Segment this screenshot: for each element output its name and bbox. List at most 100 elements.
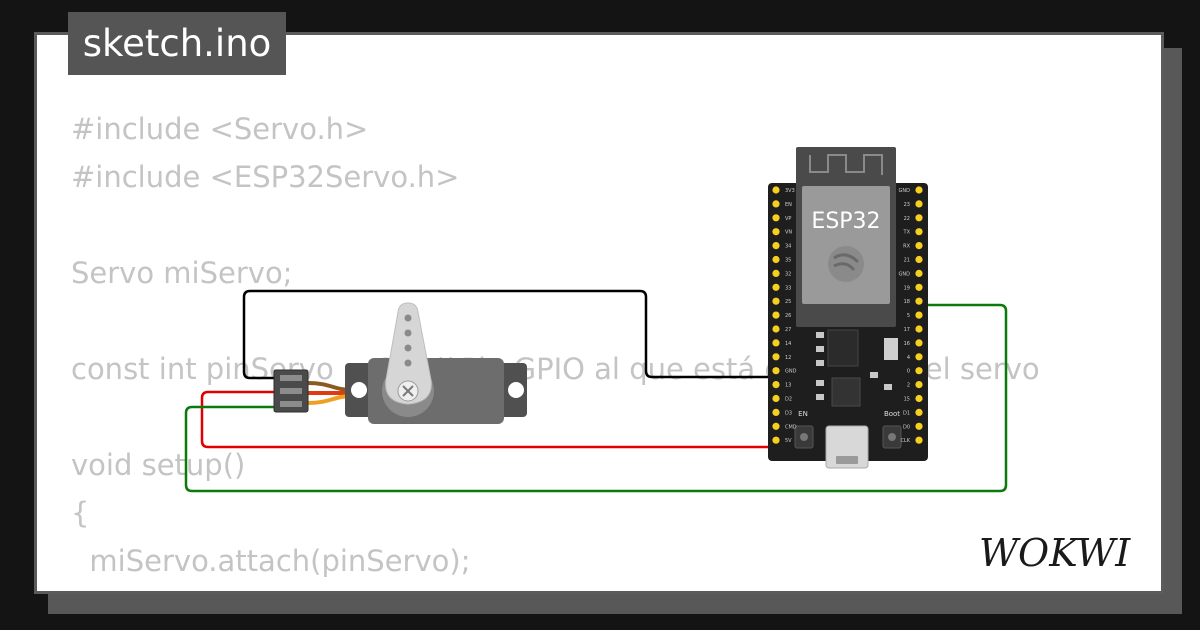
pin-label: 15 bbox=[904, 397, 910, 403]
pin-gnd[interactable] bbox=[915, 269, 923, 277]
pin-3v3[interactable] bbox=[772, 186, 780, 194]
pin-label: TX bbox=[903, 230, 911, 236]
code-line: void setup() bbox=[71, 448, 246, 482]
pin-label: 35 bbox=[785, 258, 791, 264]
pin-17[interactable] bbox=[915, 325, 923, 333]
pin-label: EN bbox=[785, 202, 792, 208]
code-card: #include <Servo.h> #include <ESP32Servo.h… bbox=[34, 32, 1164, 594]
pin-label: VN bbox=[785, 230, 792, 236]
pin-label: 4 bbox=[907, 355, 910, 361]
wokwi-logo-text: WOKWI bbox=[979, 531, 1131, 575]
pin-d3[interactable] bbox=[772, 408, 780, 416]
pin-vp[interactable] bbox=[772, 214, 780, 222]
pin-15[interactable] bbox=[915, 394, 923, 403]
pin-d2[interactable] bbox=[772, 394, 780, 403]
pin-18[interactable] bbox=[915, 297, 923, 305]
servo-motor[interactable] bbox=[273, 302, 527, 424]
pin-5[interactable] bbox=[915, 311, 923, 319]
pin-4[interactable] bbox=[915, 353, 923, 361]
pin-vn[interactable] bbox=[772, 228, 780, 236]
pin-22[interactable] bbox=[915, 214, 923, 222]
pin-27[interactable] bbox=[772, 325, 780, 333]
pin-d0[interactable] bbox=[915, 422, 923, 430]
pin-label: GND bbox=[899, 271, 911, 277]
pin-label: D2 bbox=[785, 397, 792, 403]
code-line: { bbox=[71, 496, 90, 530]
code-line: miServo.attach(pinServo); bbox=[71, 544, 471, 578]
pin-32[interactable] bbox=[772, 269, 780, 277]
en-label: EN bbox=[798, 410, 808, 418]
left-pin-header: 3V3ENVPVN343532332526271412GND13D2D3CMD5… bbox=[772, 186, 797, 444]
pin-13[interactable] bbox=[772, 381, 780, 389]
pin-label: 25 bbox=[785, 299, 791, 305]
usb-chip bbox=[831, 377, 861, 407]
pin-0[interactable] bbox=[915, 367, 923, 375]
pin-cmd[interactable] bbox=[772, 422, 780, 430]
boot-label: Boot bbox=[884, 410, 900, 418]
pin-26[interactable] bbox=[772, 311, 780, 319]
wire-gnd[interactable] bbox=[242, 289, 776, 380]
esp32-board[interactable]: ESP32 EN Boot 3V3ENVPVN34353233252627141… bbox=[768, 147, 928, 469]
pin-label: VP bbox=[785, 216, 791, 222]
pin-clk[interactable] bbox=[915, 436, 923, 444]
pin-label: CLK bbox=[900, 438, 910, 444]
pin-label: D0 bbox=[903, 424, 910, 430]
pin-label: 27 bbox=[785, 327, 791, 333]
pin-25[interactable] bbox=[772, 297, 780, 305]
pin-2[interactable] bbox=[915, 381, 923, 389]
pin-label: 21 bbox=[904, 258, 910, 264]
file-tab[interactable]: sketch.ino bbox=[68, 12, 286, 75]
pin-label: 2 bbox=[907, 383, 910, 389]
pin-label: RX bbox=[903, 244, 910, 250]
pin-label: 0 bbox=[907, 369, 910, 375]
pin-23[interactable] bbox=[915, 200, 923, 208]
wire-signal[interactable] bbox=[184, 303, 1008, 493]
pin-5v[interactable] bbox=[772, 436, 780, 444]
pin-label: 32 bbox=[785, 271, 791, 277]
antenna-trace bbox=[809, 154, 883, 175]
pin-21[interactable] bbox=[915, 255, 923, 264]
pin-35[interactable] bbox=[772, 255, 780, 264]
pin-12[interactable] bbox=[772, 353, 780, 361]
board-label: ESP32 bbox=[811, 209, 880, 234]
pin-label: 33 bbox=[785, 285, 791, 291]
pin-label: 5V bbox=[785, 438, 792, 444]
wire-vcc[interactable] bbox=[200, 390, 776, 449]
pin-d1[interactable] bbox=[915, 408, 923, 416]
pin-gnd[interactable] bbox=[772, 367, 780, 375]
pin-label: 19 bbox=[904, 285, 910, 291]
pin-label: 22 bbox=[904, 216, 910, 222]
pin-label: 12 bbox=[785, 355, 791, 361]
pin-label: 13 bbox=[785, 383, 791, 389]
pin-label: D3 bbox=[785, 410, 792, 416]
pin-tx[interactable] bbox=[915, 228, 923, 236]
pin-label: GND bbox=[899, 188, 911, 194]
code-line: Servo miServo; bbox=[71, 256, 293, 290]
pin-label: 16 bbox=[904, 341, 910, 347]
pin-label: 23 bbox=[904, 202, 910, 208]
module-shield bbox=[802, 186, 890, 304]
code-line: #include <ESP32Servo.h> bbox=[71, 160, 460, 194]
pin-19[interactable] bbox=[915, 283, 923, 291]
servo-horn bbox=[385, 302, 432, 405]
pin-en[interactable] bbox=[772, 200, 780, 208]
pin-14[interactable] bbox=[772, 339, 780, 347]
pin-gnd[interactable] bbox=[915, 186, 923, 194]
pin-label: 18 bbox=[904, 299, 910, 305]
pin-label: 17 bbox=[904, 327, 910, 333]
pin-label: 34 bbox=[785, 244, 791, 250]
pin-label: D1 bbox=[903, 410, 910, 416]
pin-34[interactable] bbox=[772, 242, 780, 250]
pin-label: 5 bbox=[907, 313, 910, 319]
pin-16[interactable] bbox=[915, 339, 923, 347]
pin-label: 3V3 bbox=[785, 188, 795, 194]
pin-label: CMD bbox=[785, 424, 797, 430]
pin-label: 26 bbox=[785, 313, 791, 319]
wokwi-logo: WOKWI bbox=[979, 531, 1131, 575]
pin-label: 14 bbox=[785, 341, 791, 347]
pin-33[interactable] bbox=[772, 283, 780, 291]
code-line: #include <Servo.h> bbox=[71, 112, 369, 146]
pin-rx[interactable] bbox=[915, 242, 923, 250]
